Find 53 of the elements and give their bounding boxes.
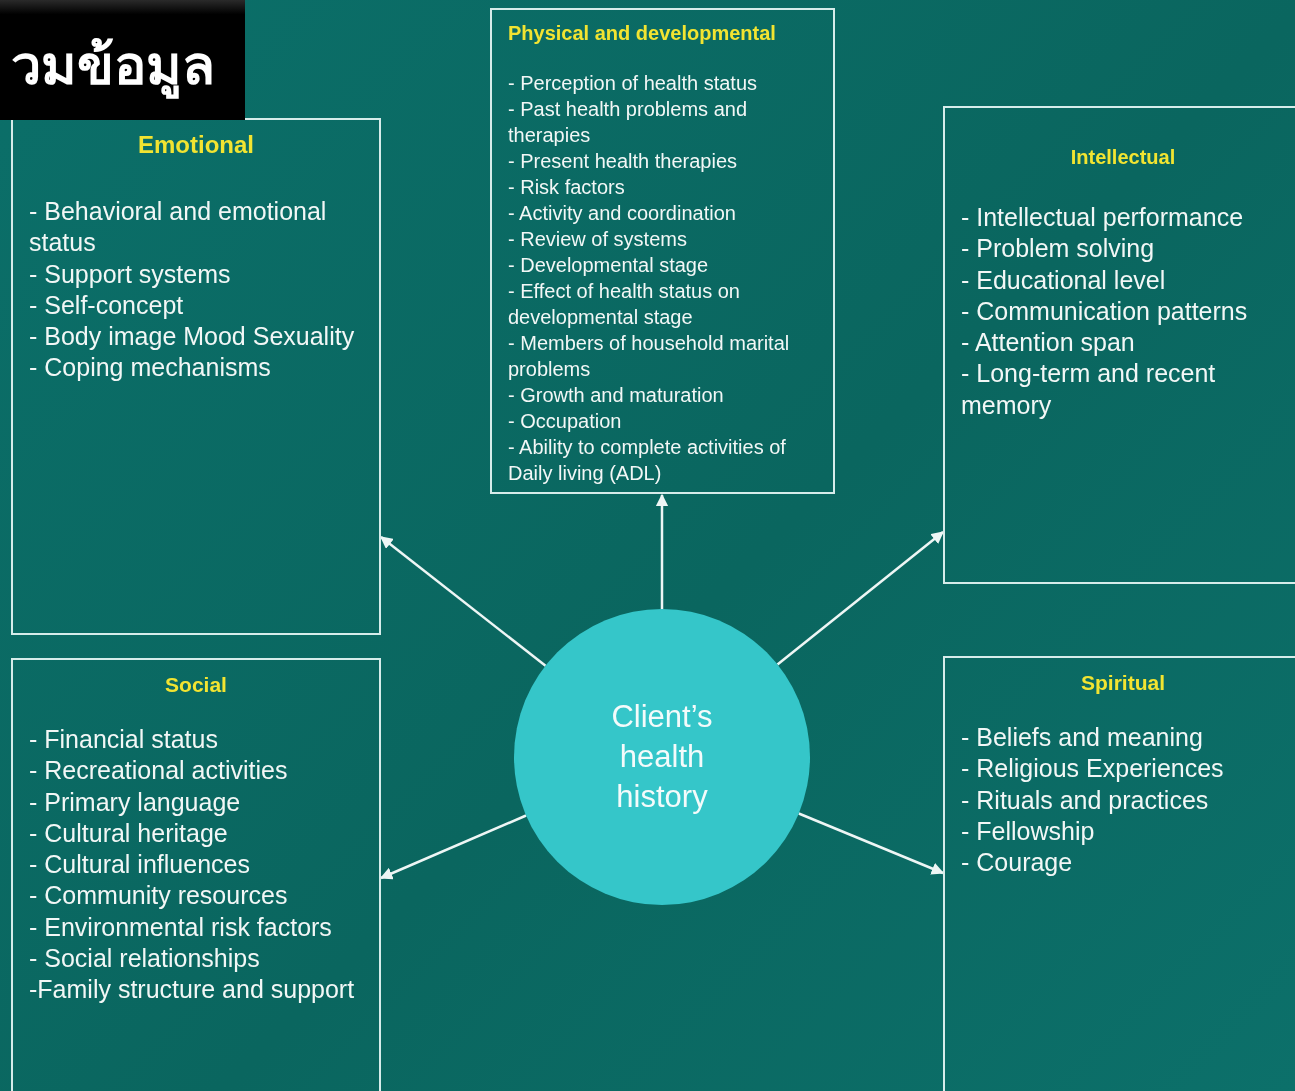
list-item: - Educational level	[961, 264, 1167, 296]
list-item: - Environmental risk factors	[29, 911, 333, 943]
list-item: - Financial status	[29, 724, 219, 755]
list-item: - Community resources	[29, 880, 289, 912]
list-item: - Occupation	[508, 409, 623, 434]
box-heading: Emotional	[137, 130, 255, 160]
list-item: - Primary language	[29, 786, 242, 818]
list-item: - Courage	[961, 847, 1074, 879]
arrow	[379, 814, 527, 880]
list-item: - Present health therapies	[508, 149, 739, 174]
category-box	[943, 106, 1295, 584]
arrow	[798, 812, 945, 875]
category-box	[11, 658, 381, 1091]
list-item: - Social relationships	[29, 943, 261, 975]
list-item: - Fellowship	[961, 815, 1096, 847]
box-heading: Intellectual	[1069, 145, 1177, 170]
list-item: - Attention span	[961, 327, 1136, 359]
list-item: - Coping mechanisms	[29, 352, 272, 384]
list-item: - Members of household marital problems	[508, 331, 791, 382]
list-item: - Cultural heritage	[29, 817, 229, 849]
list-item: - Behavioral and emotional status	[29, 196, 328, 259]
title-text: วมข้อมูล	[11, 33, 215, 101]
arrow	[655, 493, 669, 609]
list-item: - Support systems	[29, 258, 232, 290]
arrow	[380, 536, 547, 667]
list-item: - Review of systems	[508, 227, 688, 252]
list-item: - Communication patterns	[961, 295, 1249, 327]
list-item: - Long-term and recent memory	[961, 358, 1217, 421]
list-item: - Growth and maturation	[508, 383, 725, 408]
list-item: - Recreational activities	[29, 755, 289, 787]
list-item: - Ability to complete activities of Daily living (ADL)	[508, 435, 787, 486]
list-item: - Activity and coordination	[508, 201, 737, 226]
box-heading: Physical and developmental	[508, 21, 777, 46]
list-item: - Effect of health status on developmental stage	[508, 279, 741, 330]
box-heading: Social	[164, 672, 228, 698]
circle-label: Client’s health history	[610, 698, 714, 816]
list-item: - Cultural influences	[29, 849, 251, 881]
box-heading: Spiritual	[1080, 670, 1166, 696]
list-item: - Body image Mood Sexuality	[29, 321, 356, 353]
list-item: - Self-concept	[29, 289, 185, 321]
list-item: - Past health problems and therapies	[508, 97, 749, 148]
list-item: - Beliefs and meaning	[961, 722, 1204, 753]
list-item: - Religious Experiences	[961, 753, 1225, 785]
list-item: - Intellectual performance	[961, 202, 1245, 233]
list-item: - Problem solving	[961, 233, 1156, 265]
category-box	[490, 8, 835, 494]
list-item: - Risk factors	[508, 175, 626, 200]
category-box	[943, 656, 1295, 1091]
list-item: - Perception of health status	[508, 71, 759, 96]
arrow	[776, 531, 944, 666]
list-item: - Developmental stage	[508, 253, 710, 278]
list-item: - Rituals and practices	[961, 784, 1210, 816]
list-item: -Family structure and support	[29, 974, 356, 1006]
